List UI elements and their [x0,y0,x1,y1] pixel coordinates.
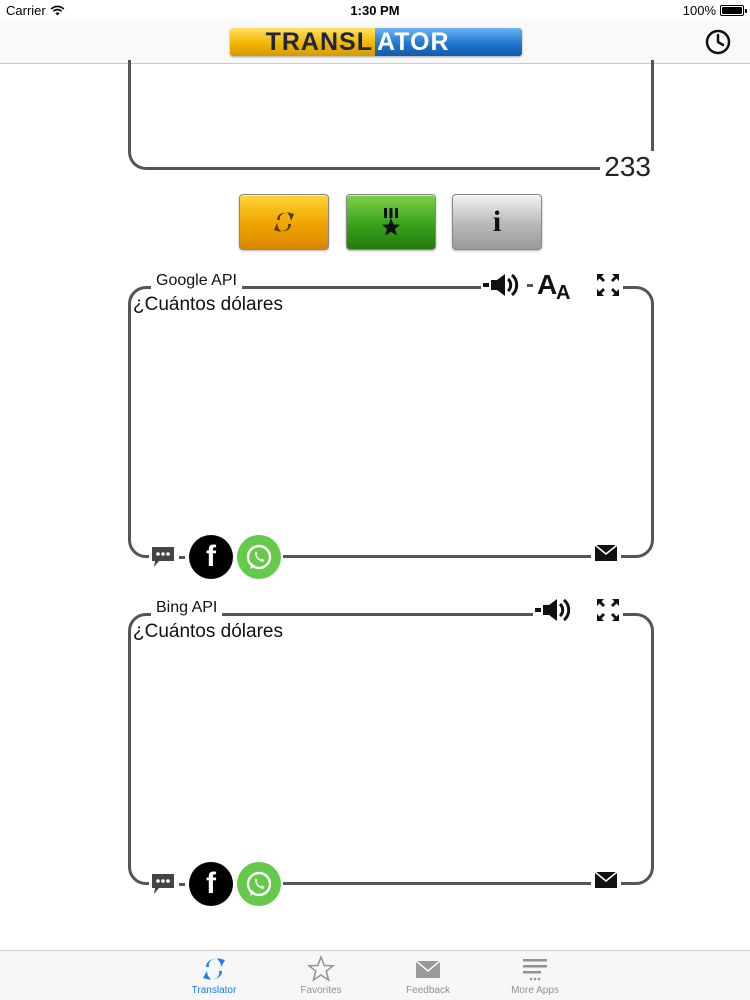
tab-favorites[interactable]: Favorites [276,955,366,996]
tab-feedback-label: Feedback [406,985,450,996]
carrier-group: Carrier [6,3,65,18]
google-top-icons: A A [481,270,623,300]
info-button[interactable]: i [452,194,542,250]
logo-right-text: ATOR [377,28,450,56]
bing-result-panel: Bing API ¿Cuántos dólares f [128,597,654,906]
whatsapp-icon[interactable] [237,535,281,579]
battery-icon [720,5,747,16]
expand-icon[interactable] [595,272,621,298]
source-text-box[interactable]: 233 [128,60,655,183]
separator [179,882,185,886]
info-label: i [492,205,502,238]
carrier-label: Carrier [6,3,46,18]
battery-label: 100% [682,3,716,18]
whatsapp-icon[interactable] [237,862,281,906]
facebook-letter: f [206,540,216,573]
sms-icon[interactable] [151,873,175,895]
tab-more-apps[interactable]: More Apps [490,955,580,996]
tab-feedback[interactable]: Feedback [383,955,473,996]
tab-more-apps-label: More Apps [511,985,559,996]
facebook-icon[interactable]: f [189,862,233,906]
clock-icon [705,29,731,55]
list-icon [523,959,547,981]
bing-top-icons [533,597,623,623]
add-favorite-button[interactable] [346,194,436,250]
bing-translation-text[interactable]: ¿Cuántos dólares [133,621,283,642]
wifi-icon [50,5,65,16]
google-result-panel: Google API ¿Cuántos dólares A A f [128,270,654,579]
star-icon [307,955,335,982]
google-share-icons: f [149,535,283,579]
nav-bar: TRANSL ATOR [0,20,750,64]
bing-share-icons: f [149,862,283,906]
separator [527,283,533,287]
tab-translator[interactable]: Translator [169,955,259,996]
svg-text:A: A [556,282,570,300]
translator-icon [203,958,225,980]
google-panel-title: Google API [151,272,242,290]
tab-favorites-label: Favorites [300,985,342,996]
bing-mail-button[interactable] [591,871,621,894]
svg-text:A: A [537,270,557,300]
character-count: 233 [600,151,655,183]
logo-left-text: TRANSL [265,28,373,56]
mail-icon [594,871,618,888]
speaker-icon[interactable] [483,272,523,298]
facebook-letter: f [206,867,216,900]
facebook-icon[interactable]: f [189,535,233,579]
mail-icon [594,544,618,561]
swap-arrows-icon [274,212,294,232]
tab-bar: Translator Favorites Feedback More Apps [0,950,750,1000]
medal-star-icon [382,208,400,236]
separator [179,555,185,559]
status-time: 1:30 PM [350,3,400,18]
bing-panel-title: Bing API [151,599,223,617]
font-size-icon[interactable]: A A [537,270,579,300]
swap-languages-button[interactable] [239,194,329,250]
tab-translator-label: Translator [191,985,237,996]
expand-icon[interactable] [595,597,621,623]
google-translation-text[interactable]: ¿Cuántos dólares [133,294,283,315]
history-button[interactable] [704,28,732,56]
status-bar: Carrier 1:30 PM 100% [0,0,750,20]
sms-icon[interactable] [151,546,175,568]
envelope-icon [415,960,441,978]
battery-group: 100% [682,3,747,18]
google-mail-button[interactable] [591,544,621,567]
translator-logo: TRANSL ATOR [230,28,522,56]
speaker-icon[interactable] [535,597,575,623]
